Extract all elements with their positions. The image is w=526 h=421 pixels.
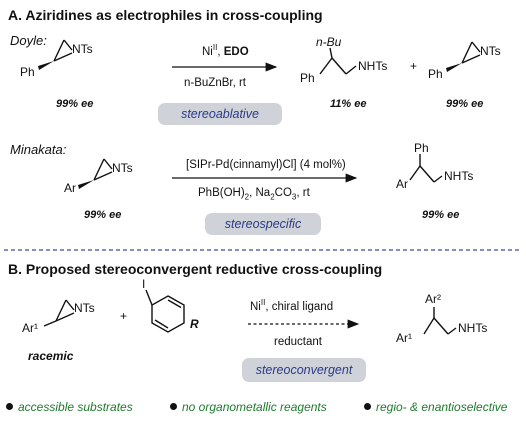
racemic-ar1: Ar¹ <box>22 321 38 335</box>
doyle-product2-ee: 99% ee <box>446 98 484 110</box>
minakata-catalyst: [SIPr-Pd(cinnamyl)Cl] (4 mol%) <box>186 159 346 171</box>
doyle-product2-ph: Ph <box>428 67 443 81</box>
feature-bullet <box>364 403 371 410</box>
racemic-label: racemic <box>28 349 74 363</box>
feature-no-organometallic: no organometallic reagents <box>182 400 327 414</box>
doyle-reactant-ee: 99% ee <box>56 98 94 110</box>
doyle-reactant-ph: Ph <box>20 65 35 79</box>
doyle-catalyst: NiII, EDO <box>202 43 249 58</box>
product-nhts: NHTs <box>458 321 488 335</box>
minakata-author: Minakata: <box>10 142 67 157</box>
section-b-reagent: reductant <box>274 336 322 348</box>
section-b-title: B. Proposed stereoconvergent reductive c… <box>8 261 383 277</box>
doyle-reagent: n-BuZnBr, rt <box>184 77 246 89</box>
feature-bullet <box>170 403 177 410</box>
section-b-catalyst: NiII, chiral ligand <box>250 298 334 313</box>
stereospecific-tag: stereospecific <box>205 213 321 235</box>
section-b-plus: + <box>120 309 128 323</box>
doyle-product2-nts: NTs <box>480 44 501 58</box>
aryl-iodide-i: I <box>142 277 146 291</box>
doyle-product-nbu: n-Bu <box>316 35 342 49</box>
doyle-author: Doyle: <box>10 33 47 48</box>
minakata-reactant-structure <box>78 158 113 189</box>
racemic-aziridine-structure <box>43 299 75 327</box>
minakata-reactant-ar: Ar <box>64 181 76 195</box>
minakata-product-nhts: NHTs <box>444 169 474 183</box>
doyle-recovered-aziridine-structure <box>446 41 481 72</box>
minakata-product-ar: Ar <box>396 177 408 191</box>
doyle-product-structure <box>319 47 357 75</box>
feature-regio-enantioselective: regio- & enantioselective <box>376 400 508 414</box>
doyle-plus: + <box>410 59 418 73</box>
product-ar2: Ar² <box>425 292 441 306</box>
section-a-title: A. Aziridines as electrophiles in cross-… <box>8 7 323 23</box>
product-ar1: Ar¹ <box>396 331 412 345</box>
minakata-reactant-nts: NTs <box>112 161 133 175</box>
stereoconvergent-tag: stereoconvergent <box>242 358 366 382</box>
minakata-product-ph: Ph <box>414 141 429 155</box>
stereoconvergent-product-structure <box>423 307 457 335</box>
doyle-reactant-structure <box>38 39 73 70</box>
feature-accessible-substrates: accessible substrates <box>18 400 133 414</box>
minakata-reactant-ee: 99% ee <box>84 209 122 221</box>
minakata-product-structure <box>409 154 443 183</box>
aryl-iodide-r: R <box>190 317 199 331</box>
doyle-product-ph: Ph <box>300 71 315 85</box>
aryl-iodide-structure <box>145 289 185 333</box>
feature-bullet <box>6 403 13 410</box>
minakata-product-ee: 99% ee <box>422 209 460 221</box>
doyle-product1-ee: 11% ee <box>330 98 367 110</box>
racemic-nts: NTs <box>74 301 95 315</box>
doyle-reactant-nts: NTs <box>72 42 93 56</box>
doyle-product-nhts: NHTs <box>358 59 388 73</box>
minakata-reagent: PhB(OH)2, Na2CO3, rt <box>198 187 310 202</box>
stereoablative-tag: stereoablative <box>158 103 282 125</box>
